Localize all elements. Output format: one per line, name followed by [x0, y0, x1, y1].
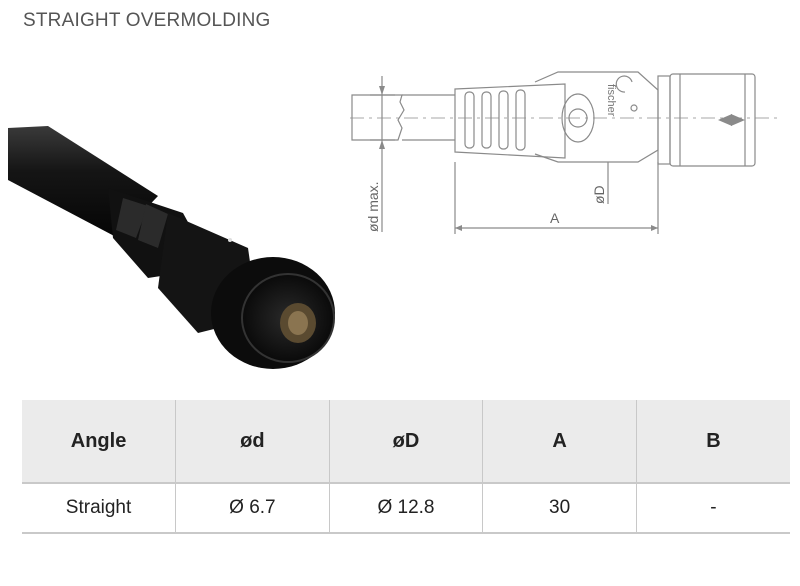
dim-cable-diameter: ød max.	[365, 181, 381, 232]
spec-table: Angle ød øD A B Straight Ø 6.7 Ø 12.8 30…	[22, 400, 790, 534]
cell-b: -	[636, 482, 790, 534]
col-angle: Angle	[22, 400, 177, 483]
col-b: B	[636, 400, 790, 483]
cell-angle: Straight	[22, 482, 177, 534]
col-body-diameter: øD	[329, 400, 484, 483]
col-cable-diameter: ød	[175, 400, 330, 483]
cell-length: 30	[482, 482, 637, 534]
dim-body-diameter: øD	[591, 185, 607, 204]
cell-cable-diameter: Ø 6.7	[175, 482, 330, 534]
col-length: A	[482, 400, 637, 483]
table-row: Straight Ø 6.7 Ø 12.8 30 -	[22, 482, 790, 534]
dim-length: A	[550, 210, 560, 226]
page-title: STRAIGHT OVERMOLDING	[23, 10, 271, 31]
connector-photo	[8, 126, 335, 369]
cell-body-diameter: Ø 12.8	[329, 482, 484, 534]
connector-drawing: fischer ød max. øD A	[350, 71, 780, 234]
brand-label: fischer	[605, 84, 617, 117]
table-header-row: Angle ød øD A B	[22, 400, 790, 483]
